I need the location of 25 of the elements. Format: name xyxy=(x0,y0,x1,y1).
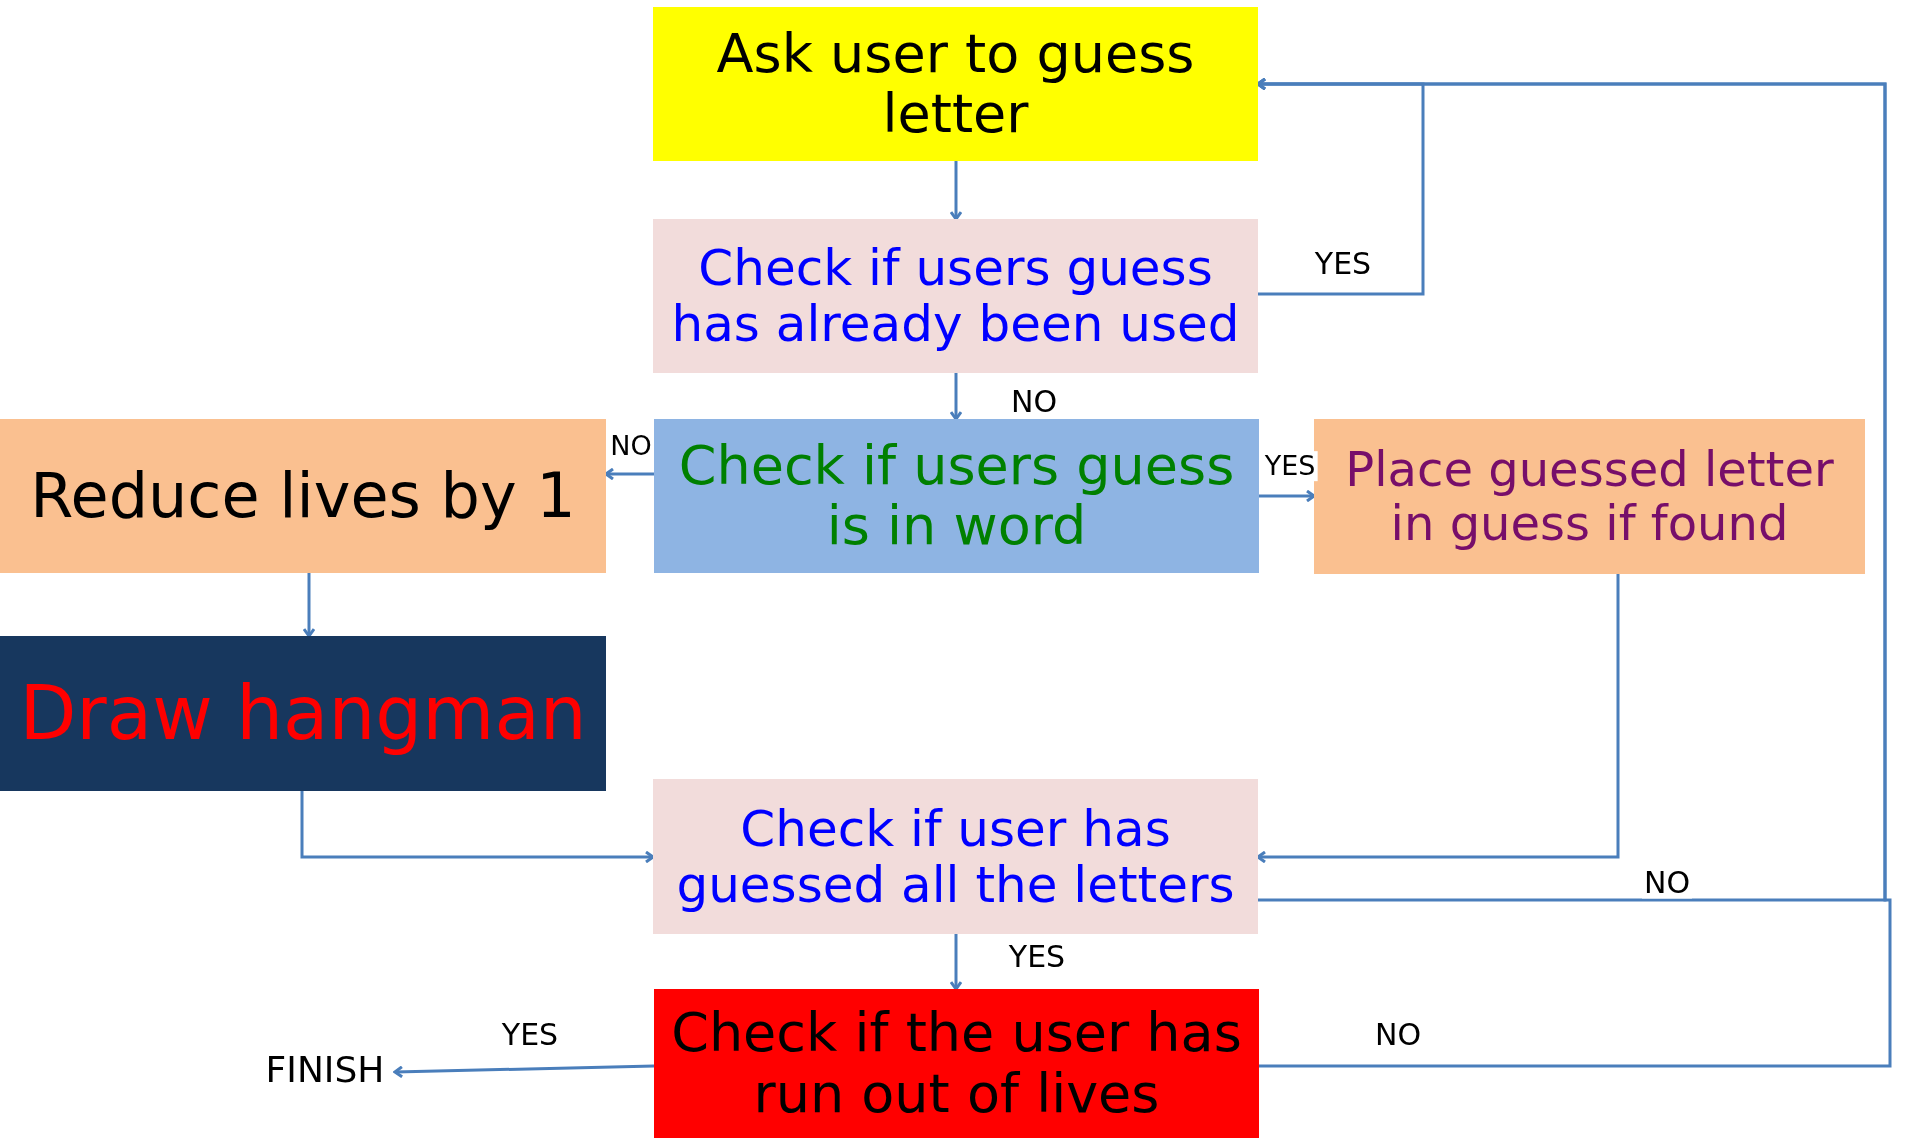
node-text: Reduce lives by 1 xyxy=(30,461,576,531)
node-text: Check if user has guessed all the letters xyxy=(675,800,1236,913)
node-text: Draw hangman xyxy=(19,672,587,755)
process-box xyxy=(0,636,606,791)
node-text: Check if the user has run out of lives xyxy=(670,1003,1243,1124)
node-text: Check if users guess has already been used xyxy=(670,240,1241,352)
edge-label: YES xyxy=(1262,451,1318,481)
node-text: Ask user to guess letter xyxy=(715,23,1196,145)
arrow xyxy=(949,934,963,991)
arrow xyxy=(300,791,655,864)
arrow xyxy=(302,573,316,638)
process-box xyxy=(0,419,606,573)
arrow xyxy=(393,1064,655,1079)
process-box xyxy=(1314,419,1865,574)
node-text: Check if users guess is in word xyxy=(677,435,1236,557)
decision-box xyxy=(653,219,1258,373)
arrow xyxy=(1259,489,1316,503)
arrow xyxy=(949,373,963,421)
arrow xyxy=(949,161,963,221)
decision-box xyxy=(653,779,1258,934)
decision-box xyxy=(654,989,1259,1138)
node-text: Place guessed letter in guess if found xyxy=(1344,442,1835,551)
process-box xyxy=(653,7,1258,161)
node-text: FINISH xyxy=(265,1049,385,1091)
decision-box xyxy=(654,419,1259,573)
